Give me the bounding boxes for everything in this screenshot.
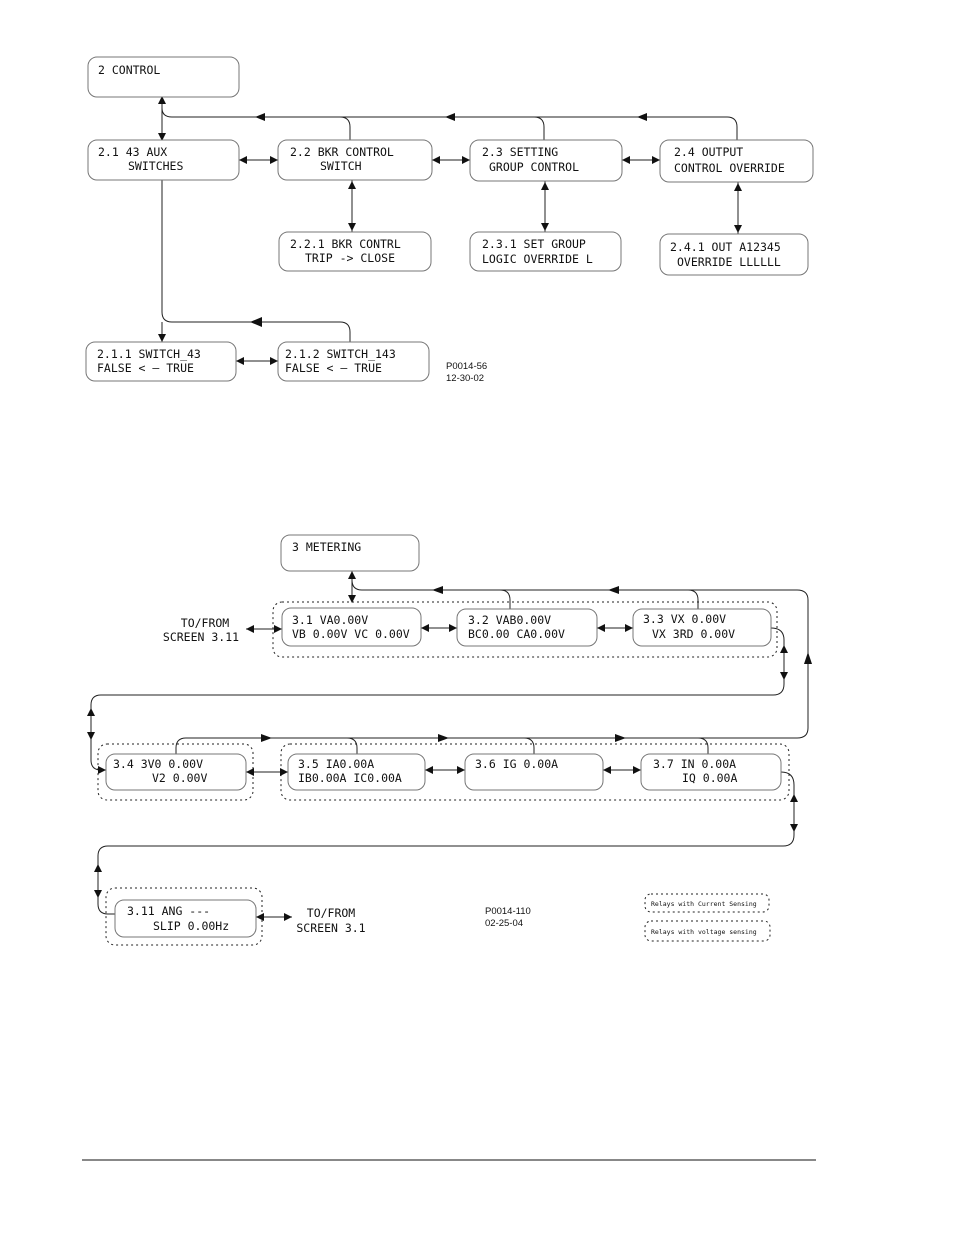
to-from-screen-3-1-line2: SCREEN 3.1 — [296, 921, 365, 935]
screen-3-4-line1: 3.4 3V0 0.00V — [113, 757, 203, 771]
screen-3-metering: 3 METERING — [280, 534, 420, 572]
legend: Relays with Current Sensing Relays with … — [644, 893, 771, 942]
to-from-screen-3-11-line2: SCREEN 3.11 — [163, 630, 239, 644]
to-from-screen-3-11-line1: TO/FROM — [181, 616, 230, 630]
screen-3-7: 3.7 IN 0.00A IQ 0.00A — [640, 753, 782, 791]
screen-3-4: 3.4 3V0 0.00V V2 0.00V — [105, 753, 247, 791]
control-arrowheads — [158, 96, 742, 365]
screen-3-7-line1: 3.7 IN 0.00A — [653, 757, 736, 771]
screen-2-3-line2: GROUP CONTROL — [489, 160, 579, 174]
screen-2-3-1: 2.3.1 SET GROUP LOGIC OVERRIDE L — [469, 231, 622, 272]
screen-3-3-line1: 3.3 VX 0.00V — [643, 612, 726, 626]
screen-2-4-line1: 2.4 OUTPUT — [674, 145, 743, 159]
screen-2-label: 2 CONTROL — [98, 63, 160, 77]
screen-3-2-line2: BC0.00 CA0.00V — [468, 627, 565, 641]
screen-2-4: 2.4 OUTPUT CONTROL OVERRIDE — [659, 139, 814, 183]
screen-3-5-line2: IB0.00A IC0.00A — [298, 771, 402, 785]
screen-2-1-1-line2: FALSE < — TRUE — [97, 361, 194, 375]
legend-current-swatch — [644, 893, 770, 913]
screen-2-1-2: 2.1.2 SWITCH_143 FALSE < — TRUE — [277, 341, 430, 382]
screen-2-2-line2: SWITCH — [320, 159, 362, 173]
legend-voltage-label: Relays with voltage sensing — [651, 928, 757, 936]
screen-2-2-line1: 2.2 BKR CONTROL — [290, 145, 394, 159]
metering-menu-section: 3 METERING 3.1 VA0.00V VB 0.00V VC 0.00V… — [87, 534, 812, 946]
control-menu-section: 2 CONTROL 2.1 43 AUX SWITCHES 2.2 BKR CO… — [85, 56, 814, 384]
screen-3-3-line2: VX 3RD 0.00V — [652, 627, 735, 641]
screen-3-11-line2: SLIP 0.00Hz — [153, 919, 229, 933]
screen-2-2-1: 2.2.1 BKR CONTRL TRIP -> CLOSE — [278, 231, 432, 272]
screen-3-11: 3.11 ANG --- SLIP 0.00Hz — [114, 899, 257, 938]
screen-3-11-line1: 3.11 ANG --- — [127, 904, 210, 918]
screen-2-1-1: 2.1.1 SWITCH_43 FALSE < — TRUE — [85, 341, 237, 382]
to-from-screen-3-1-line1: TO/FROM — [307, 906, 356, 920]
screen-2-1-2-line2: FALSE < — TRUE — [285, 361, 382, 375]
screen-3-label: 3 METERING — [292, 540, 361, 554]
control-figure-date: 12-30-02 — [446, 373, 484, 384]
screen-2-control: 2 CONTROL — [87, 56, 240, 98]
control-connectors — [161, 97, 739, 362]
screen-3-6: 3.6 IG 0.00A — [464, 753, 604, 791]
screen-2-3: 2.3 SETTING GROUP CONTROL — [469, 139, 623, 182]
metering-figure-number: P0014-110 — [485, 906, 531, 917]
screen-2-2: 2.2 BKR CONTROL SWITCH — [277, 139, 433, 181]
screen-2-3-1-line1: 2.3.1 SET GROUP — [482, 237, 586, 251]
screen-3-5: 3.5 IA0.00A IB0.00A IC0.00A — [287, 753, 426, 791]
screen-2-4-line2: CONTROL OVERRIDE — [674, 161, 785, 175]
screen-3-4-line2: V2 0.00V — [152, 771, 207, 785]
screen-3-5-line1: 3.5 IA0.00A — [298, 757, 374, 771]
metering-arrowheads — [87, 571, 812, 921]
metering-figure-date: 02-25-04 — [485, 918, 523, 929]
screen-2-4-1-line2: OVERRIDE LLLLLL — [677, 255, 781, 269]
screen-2-1-2-line1: 2.1.2 SWITCH_143 — [285, 347, 396, 361]
screen-2-2-1-line1: 2.2.1 BKR CONTRL — [290, 237, 401, 251]
screen-3-6-line1: 3.6 IG 0.00A — [475, 757, 558, 771]
legend-voltage-swatch — [644, 920, 771, 942]
current-group-row2 — [280, 743, 790, 801]
screen-2-2-1-line2: TRIP -> CLOSE — [305, 251, 395, 265]
screen-2-1: 2.1 43 AUX SWITCHES — [87, 139, 240, 181]
screen-3-1-line2: VB 0.00V VC 0.00V — [292, 627, 410, 641]
screen-3-1: 3.1 VA0.00V VB 0.00V VC 0.00V — [281, 607, 422, 647]
screen-2-1-1-line1: 2.1.1 SWITCH_43 — [97, 347, 201, 361]
screen-2-4-1-line1: 2.4.1 OUT A12345 — [670, 240, 781, 254]
screen-3-2-line1: 3.2 VAB0.00V — [468, 613, 551, 627]
screen-2-3-line1: 2.3 SETTING — [482, 145, 558, 159]
legend-current-label: Relays with Current Sensing — [651, 900, 757, 908]
screen-2-4-1: 2.4.1 OUT A12345 OVERRIDE LLLLLL — [659, 233, 809, 276]
screen-3-7-line2: IQ 0.00A — [682, 771, 737, 785]
screen-2-3-1-line2: LOGIC OVERRIDE L — [482, 252, 593, 266]
metering-connectors — [90, 571, 809, 918]
screen-2-1-line2: SWITCHES — [128, 159, 183, 173]
screen-2-1-line1: 2.1 43 AUX — [98, 145, 167, 159]
screen-3-2: 3.2 VAB0.00V BC0.00 CA0.00V — [456, 608, 598, 647]
screen-3-3: 3.3 VX 0.00V VX 3RD 0.00V — [632, 608, 772, 647]
control-figure-number: P0014-56 — [446, 361, 487, 372]
screen-3-1-line1: 3.1 VA0.00V — [292, 613, 368, 627]
